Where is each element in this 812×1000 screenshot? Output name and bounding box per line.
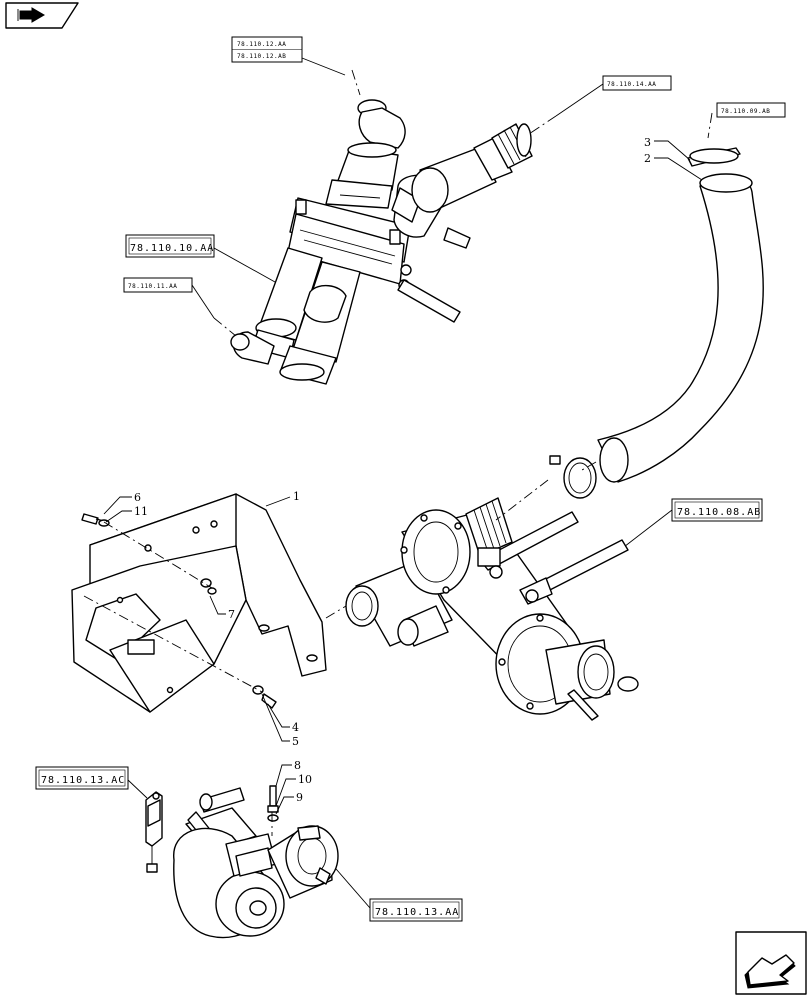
callout-1: 1 (293, 490, 300, 503)
bracket-item-1 (71, 493, 327, 713)
ref-78-110-10[interactable]: 78.110.10.AA (125, 234, 215, 258)
callout-7: 7 (228, 608, 235, 621)
ref-78-110-11[interactable]: 78.110.11.AA (123, 277, 193, 293)
next-page-arrow-icon[interactable] (735, 931, 807, 995)
fastener-item-6 (81, 513, 110, 527)
ref-78-110-13-aa[interactable]: 78.110.13.AA (369, 898, 463, 922)
callout-11: 11 (134, 505, 148, 518)
callout-5: 5 (292, 735, 299, 748)
callout-leaders (103, 140, 703, 815)
callout-numbers: 1 2 3 4 5 6 7 8 9 10 11 (134, 136, 651, 804)
svg-text:78.110.10.AA: 78.110.10.AA (130, 243, 214, 254)
upper-valve-assembly (230, 99, 533, 385)
svg-text:78.110.13.AA: 78.110.13.AA (375, 907, 459, 918)
ref-78-110-12-aa: 78.110.12.AA (237, 41, 286, 48)
svg-text:78.110.09.AB: 78.110.09.AB (721, 108, 770, 115)
assembly-centerlines (83, 461, 597, 836)
hose-clamp (549, 455, 597, 499)
svg-text:78.110.14.AA: 78.110.14.AA (607, 81, 656, 88)
ref-78-110-09[interactable]: 78.110.09.AB (716, 102, 786, 118)
svg-text:78.110.11.AA: 78.110.11.AA (128, 283, 177, 290)
ref-78-110-12[interactable]: 78.110.12.AA 78.110.12.AB (231, 36, 303, 63)
callout-4: 4 (292, 721, 299, 734)
svg-text:78.110.08.AB: 78.110.08.AB (677, 507, 761, 518)
ref-78-110-13-ac[interactable]: 78.110.13.AC (35, 766, 129, 790)
callout-8: 8 (294, 759, 301, 772)
fastener-item-4-5 (252, 685, 277, 709)
ref-78-110-12-ab: 78.110.12.AB (237, 53, 286, 60)
callout-2: 2 (644, 152, 651, 165)
ref-78-110-08[interactable]: 78.110.08.AB (671, 498, 763, 522)
callout-9: 9 (296, 791, 303, 804)
previous-page-arrow-icon[interactable] (5, 2, 79, 29)
drain-valve (145, 791, 163, 873)
hose-item-2 (597, 147, 764, 483)
callout-10: 10 (298, 773, 312, 786)
callout-6: 6 (134, 491, 141, 504)
pump-assembly (173, 787, 339, 939)
reference-leaders (127, 57, 713, 909)
callout-3: 3 (644, 136, 651, 149)
svg-text:78.110.13.AC: 78.110.13.AC (41, 775, 125, 786)
manifold-assembly (345, 497, 639, 721)
ref-78-110-14[interactable]: 78.110.14.AA (602, 75, 672, 91)
